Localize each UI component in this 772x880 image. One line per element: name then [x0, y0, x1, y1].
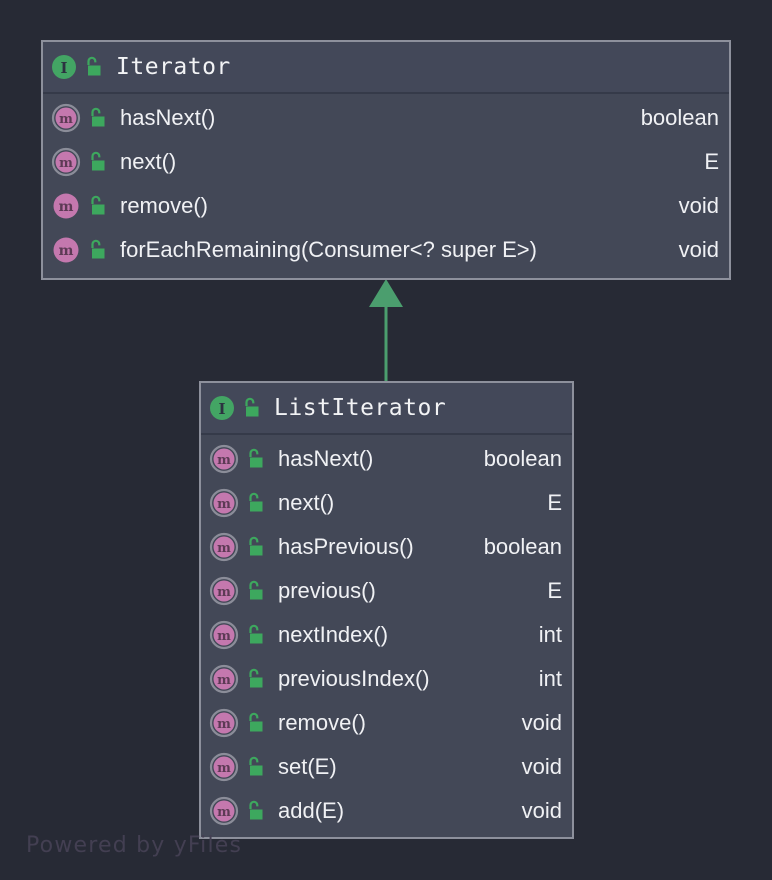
member-name: hasPrevious()	[278, 534, 414, 559]
member-name: next()	[120, 149, 177, 174]
svg-text:I: I	[60, 59, 67, 77]
member-name: nextIndex()	[278, 622, 389, 647]
svg-text:m: m	[217, 497, 231, 512]
unlocked-padlock-icon	[88, 107, 107, 129]
class-name-iterator: Iterator	[116, 54, 231, 80]
table-row[interactable]: m remove() void	[43, 184, 729, 228]
member-name: remove()	[278, 710, 367, 735]
watermark: Powered by yFiles	[26, 833, 243, 858]
member-return-type: int	[538, 622, 562, 647]
member-return-type: int	[538, 666, 562, 691]
abstract-method-icon: m	[209, 796, 239, 826]
svg-text:m: m	[59, 243, 74, 259]
member-name: remove()	[120, 193, 209, 218]
class-box-listiterator[interactable]: I ListIterator m	[199, 381, 574, 839]
svg-text:m: m	[59, 199, 74, 215]
abstract-method-icon: m	[209, 488, 239, 518]
member-name: add(E)	[278, 798, 345, 823]
class-header-iterator[interactable]: I Iterator	[43, 42, 729, 94]
svg-text:m: m	[59, 112, 73, 127]
unlocked-padlock-icon	[242, 397, 261, 419]
unlocked-padlock-icon	[246, 624, 265, 646]
member-return-type: E	[547, 578, 562, 603]
abstract-method-icon: m	[209, 444, 239, 474]
table-row[interactable]: m set(E) void	[201, 745, 572, 789]
class-name-listiterator: ListIterator	[274, 395, 447, 421]
interface-icon: I	[209, 395, 235, 421]
table-row[interactable]: m previousIndex() int	[201, 657, 572, 701]
table-row[interactable]: m next() E	[201, 481, 572, 525]
method-icon: m	[51, 235, 81, 265]
unlocked-padlock-icon	[246, 536, 265, 558]
svg-text:m: m	[217, 761, 231, 776]
member-list-listiterator: m hasNext() boolean m	[201, 435, 572, 837]
abstract-method-icon: m	[209, 664, 239, 694]
table-row[interactable]: m nextIndex() int	[201, 613, 572, 657]
abstract-method-icon: m	[209, 752, 239, 782]
member-name: previousIndex()	[278, 666, 430, 691]
unlocked-padlock-icon	[88, 195, 107, 217]
unlocked-padlock-icon	[246, 756, 265, 778]
member-name: previous()	[278, 578, 376, 603]
member-return-type: E	[547, 490, 562, 515]
member-return-type: boolean	[640, 105, 719, 130]
member-name: hasNext()	[278, 446, 374, 471]
interface-icon: I	[51, 54, 77, 80]
member-return-type: boolean	[483, 446, 562, 471]
svg-text:m: m	[217, 541, 231, 556]
unlocked-padlock-icon	[246, 800, 265, 822]
unlocked-padlock-icon	[88, 239, 107, 261]
svg-text:I: I	[218, 400, 225, 418]
svg-text:m: m	[59, 156, 73, 171]
method-icon: m	[51, 191, 81, 221]
svg-text:m: m	[217, 453, 231, 468]
member-list-iterator: m hasNext() boolean m	[43, 94, 729, 276]
unlocked-padlock-icon	[246, 712, 265, 734]
member-return-type: void	[678, 237, 719, 262]
table-row[interactable]: m hasNext() boolean	[201, 437, 572, 481]
unlocked-padlock-icon	[88, 151, 107, 173]
table-row[interactable]: m remove() void	[201, 701, 572, 745]
generalization-arrowhead	[369, 279, 403, 307]
member-return-type: void	[678, 193, 719, 218]
member-return-type: boolean	[483, 534, 562, 559]
unlocked-padlock-icon	[246, 580, 265, 602]
member-return-type: void	[521, 710, 562, 735]
table-row[interactable]: m next() E	[43, 140, 729, 184]
member-name: next()	[278, 490, 335, 515]
table-row[interactable]: m hasNext() boolean	[43, 96, 729, 140]
class-header-listiterator[interactable]: I ListIterator	[201, 383, 572, 435]
abstract-method-icon: m	[51, 147, 81, 177]
unlocked-padlock-icon	[84, 56, 103, 78]
svg-text:m: m	[217, 673, 231, 688]
svg-text:m: m	[217, 585, 231, 600]
class-box-iterator[interactable]: I Iterator m	[41, 40, 731, 280]
member-return-type: E	[704, 149, 719, 174]
table-row[interactable]: m add(E) void	[201, 789, 572, 833]
unlocked-padlock-icon	[246, 668, 265, 690]
member-return-type: void	[521, 754, 562, 779]
abstract-method-icon: m	[209, 532, 239, 562]
table-row[interactable]: m forEachRemaining(Consumer<? super E>) …	[43, 228, 729, 272]
abstract-method-icon: m	[209, 708, 239, 738]
table-row[interactable]: m hasPrevious() boolean	[201, 525, 572, 569]
unlocked-padlock-icon	[246, 492, 265, 514]
abstract-method-icon: m	[51, 103, 81, 133]
unlocked-padlock-icon	[246, 448, 265, 470]
abstract-method-icon: m	[209, 620, 239, 650]
table-row[interactable]: m previous() E	[201, 569, 572, 613]
member-return-type: void	[521, 798, 562, 823]
svg-text:m: m	[217, 717, 231, 732]
svg-text:m: m	[217, 629, 231, 644]
svg-text:m: m	[217, 805, 231, 820]
member-name: forEachRemaining(Consumer<? super E>)	[120, 237, 537, 262]
abstract-method-icon: m	[209, 576, 239, 606]
member-name: hasNext()	[120, 105, 216, 130]
member-name: set(E)	[278, 754, 337, 779]
